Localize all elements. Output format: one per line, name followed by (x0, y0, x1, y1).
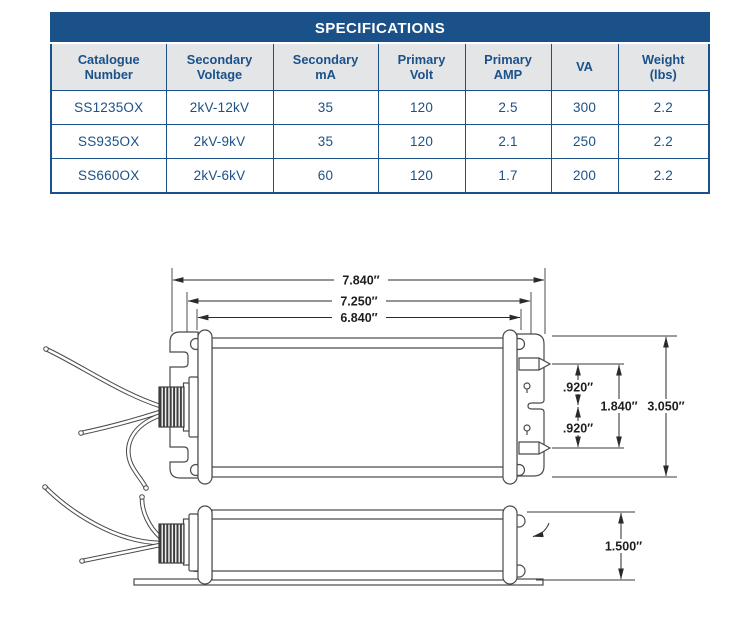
left-end-plate (197, 329, 213, 485)
lead-wires (43, 346, 162, 491)
cell-weight: 2.2 (617, 90, 710, 125)
case-body (211, 337, 505, 478)
col-header-primary-amp: Primary AMP (464, 42, 552, 91)
col-header-weight: Weight (lbs) (617, 42, 710, 91)
cell-amp: 2.1 (464, 124, 552, 159)
col-header-secondary-ma: Secondary mA (272, 42, 379, 91)
cell-voltage: 2kV-6kV (165, 158, 274, 194)
latch-tab-bottom (518, 441, 552, 455)
dim-label-case-height: 1.500″ (605, 540, 642, 554)
left-end-plate-side (197, 505, 213, 585)
right-end-plate-side (502, 505, 518, 585)
column-header-row: Catalogue Number Secondary Voltage Secon… (50, 42, 710, 91)
dim-label-body-width: 6.840″ (340, 311, 377, 325)
right-end-plate (502, 329, 518, 485)
case-body-side (211, 509, 505, 581)
cell-voltage: 2kV-9kV (165, 124, 274, 159)
cell-weight: 2.2 (617, 124, 710, 159)
cell-volt: 120 (377, 90, 466, 125)
table-title: SPECIFICATIONS (49, 12, 711, 44)
cell-ma: 35 (272, 124, 379, 159)
specifications-table: SPECIFICATIONS Catalogue Number Secondar… (49, 12, 711, 194)
threaded-connector-side (158, 513, 199, 572)
col-header-catalogue-number: Catalogue Number (50, 42, 167, 91)
cell-amp: 1.7 (464, 158, 552, 194)
cell-weight: 2.2 (617, 158, 710, 194)
dim-label-overall-width: 7.840″ (342, 274, 379, 288)
table-row: SS935OX 2kV-9kV 35 120 2.1 250 2.2 (50, 124, 710, 159)
dim-label-slot-spacing: 1.840″ (600, 400, 637, 414)
lead-wires-side (42, 484, 162, 564)
col-header-primary-volt: Primary Volt (377, 42, 466, 91)
dim-label-slot-offset-bottom: .920″ (563, 422, 593, 436)
cell-va: 200 (550, 158, 619, 194)
cell-volt: 120 (377, 158, 466, 194)
table-row: SS660OX 2kV-6kV 60 120 1.7 200 2.2 (50, 158, 710, 194)
side-view (42, 484, 550, 586)
latch-tab-top (518, 357, 552, 371)
dimension-diagram: 7.840″ 7.250″ 6.840″ .920″ .920″ 1.840″ … (42, 268, 689, 586)
leader-arrow-icon (532, 522, 550, 538)
front-view (43, 329, 552, 491)
col-header-va: VA (550, 42, 619, 91)
right-mounting-bracket (516, 333, 545, 477)
cell-va: 250 (550, 124, 619, 159)
dim-label-overall-height: 3.050″ (647, 400, 684, 414)
cell-ma: 35 (272, 90, 379, 125)
cell-catalogue: SS660OX (50, 158, 167, 194)
cell-va: 300 (550, 90, 619, 125)
table-row: SS1235OX 2kV-12kV 35 120 2.5 300 2.2 (50, 90, 710, 125)
col-header-secondary-voltage: Secondary Voltage (165, 42, 274, 91)
threaded-connector (158, 376, 199, 438)
cell-voltage: 2kV-12kV (165, 90, 274, 125)
dim-label-mounting-width: 7.250″ (340, 295, 377, 309)
dim-label-slot-offset-top: .920″ (563, 381, 593, 395)
cell-amp: 2.5 (464, 90, 552, 125)
cell-catalogue: SS935OX (50, 124, 167, 159)
cell-ma: 60 (272, 158, 379, 194)
dimension-lines: 7.840″ 7.250″ 6.840″ .920″ .920″ 1.840″ … (171, 268, 689, 581)
cell-catalogue: SS1235OX (50, 90, 167, 125)
cell-volt: 120 (377, 124, 466, 159)
